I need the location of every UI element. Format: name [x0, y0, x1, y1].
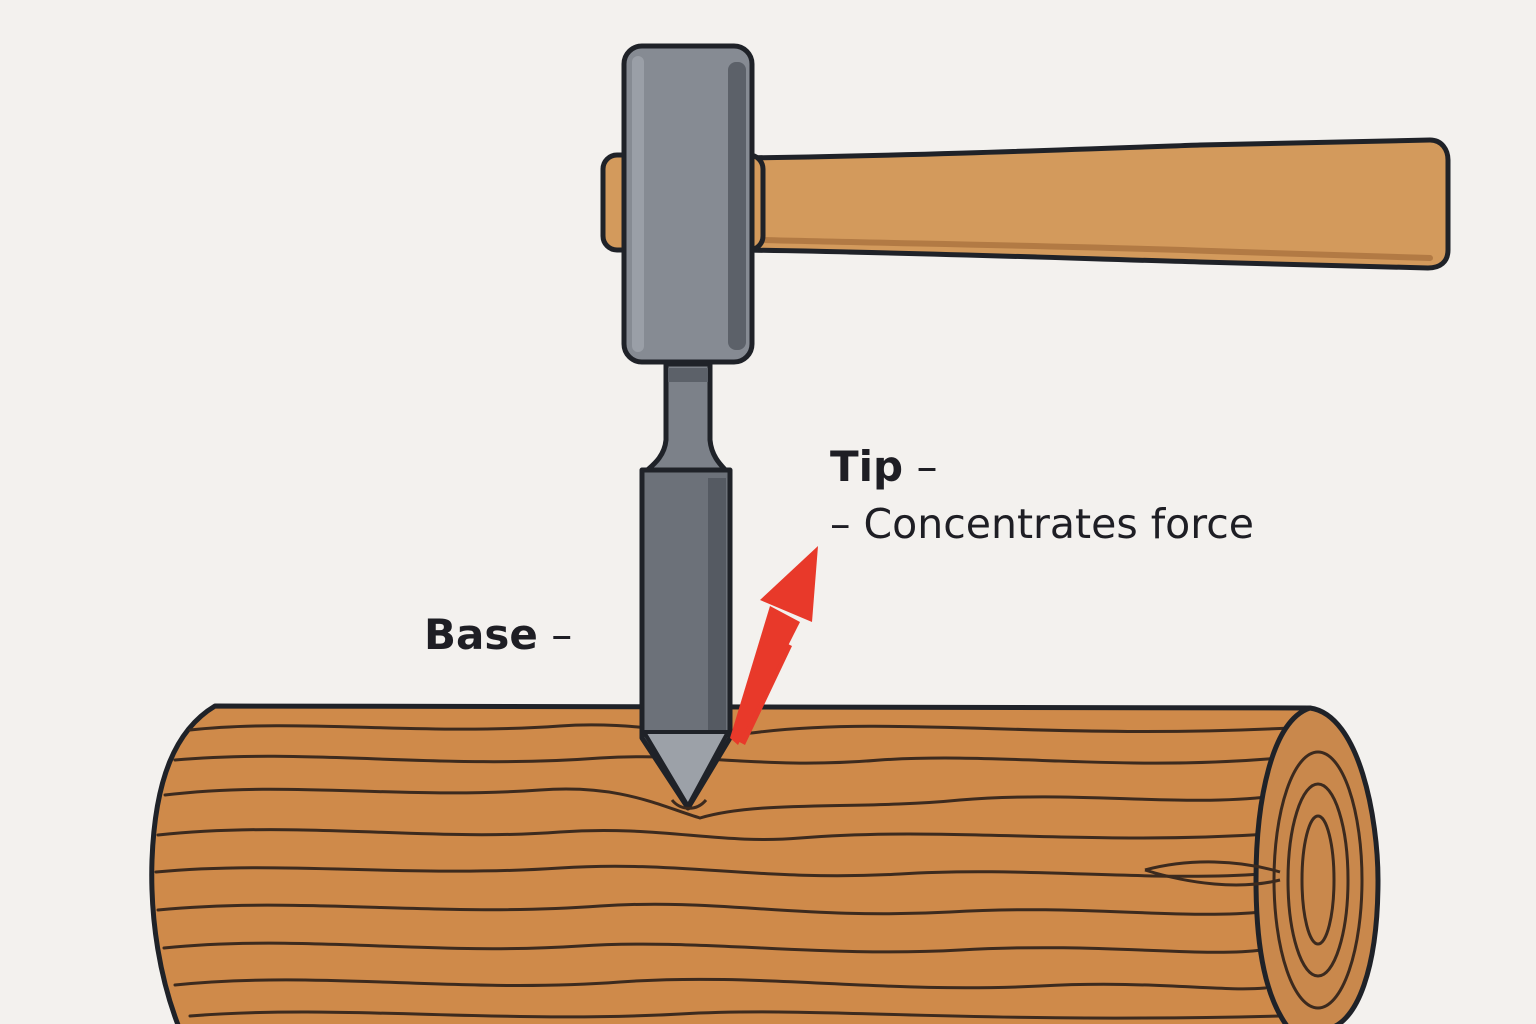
hammer-icon [600, 43, 1451, 365]
chisel-tip [642, 730, 730, 808]
tip-dash: – [903, 442, 938, 491]
tip-label: Tip – [830, 446, 937, 488]
tip-description: – Concentrates force [830, 500, 1254, 548]
force-arrow-icon [730, 546, 818, 745]
wood-log-icon [149, 703, 1381, 1024]
tip-title: Tip [830, 442, 904, 491]
log-body [149, 703, 1313, 1024]
log-end-rings [1144, 750, 1364, 1010]
base-label: Base – [424, 614, 572, 656]
base-title: Base [424, 610, 538, 659]
log-grain [154, 723, 1292, 1020]
chisel-icon [639, 361, 733, 811]
base-dash: – [537, 610, 573, 659]
hammer-handle [737, 137, 1451, 271]
